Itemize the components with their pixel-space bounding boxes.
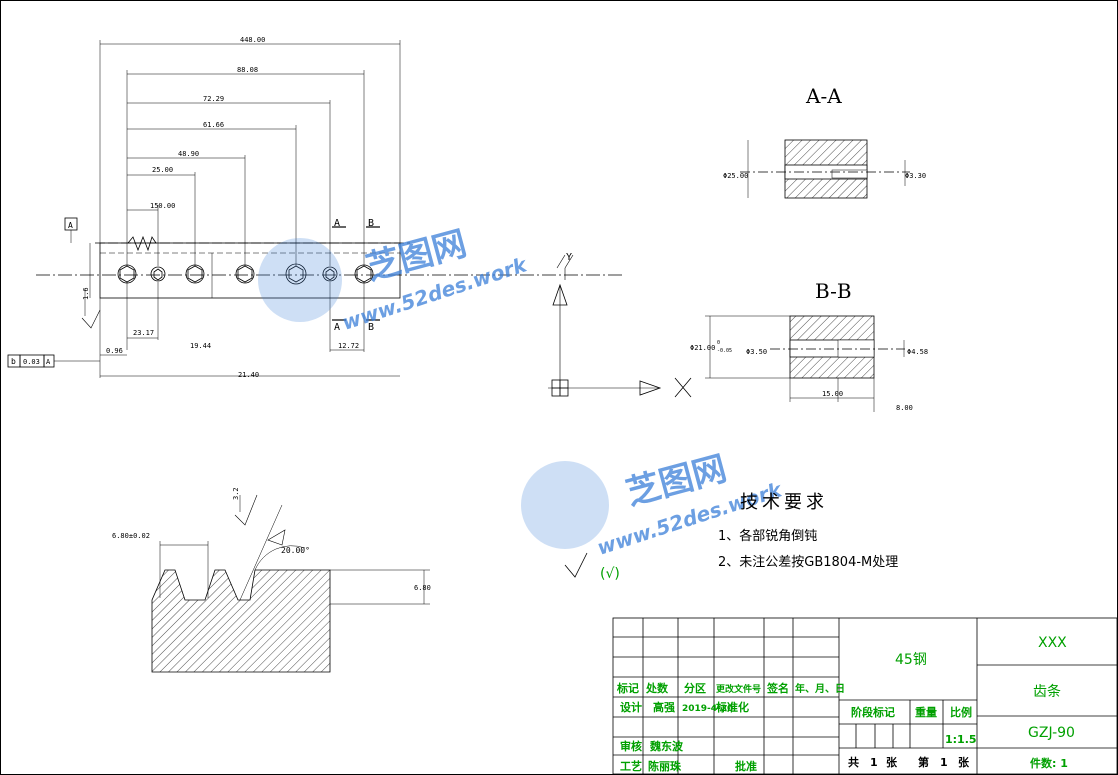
datum-a: A [68, 221, 73, 230]
dim-88: 88.08 [237, 66, 258, 74]
dim-total: 448.00 [240, 36, 265, 44]
dim-72: 72.29 [203, 95, 224, 103]
section-aa [740, 139, 910, 199]
process-person: 陈丽珠 [648, 759, 682, 773]
section-aa-title: A-A [805, 84, 842, 108]
approve-label: 批准 [735, 759, 757, 773]
tooth-rough1: 3.2 [232, 487, 240, 500]
dim-61: 61.66 [203, 121, 224, 129]
tech-check: (√) [600, 566, 620, 582]
section-aa-dim-left: Φ25.00 [723, 172, 748, 180]
section-a-top: A [334, 218, 340, 229]
sheet-no-label: 第 [918, 755, 929, 769]
dim-25: 25.00 [152, 166, 173, 174]
company: XXX [1038, 635, 1067, 651]
sheet-unit2: 张 [958, 755, 970, 769]
tb-header-2: 分区 [684, 681, 706, 695]
tol-value: 0.03 [23, 358, 40, 366]
roughness-check-symbol [564, 552, 588, 578]
section-b-bottom: B [368, 322, 374, 333]
rack-body [99, 242, 401, 299]
tol-symbol: b [11, 357, 16, 366]
tol-datum: A [46, 358, 51, 366]
section-aa-dim-right: Φ3.30 [905, 172, 926, 180]
section-bb-dim-left-sub: -0.05 [717, 348, 732, 354]
pieces: 件数: 1 [1030, 756, 1068, 770]
tb-header-5: 年、月、日 [795, 682, 845, 695]
tooth-detail [151, 494, 430, 673]
tooth-dim-right: 6.80 [414, 584, 431, 592]
sheet-no: 1 [940, 756, 948, 769]
top-view-labels: 448.00 88.08 72.29 61.66 48.90 25.00 150… [11, 36, 572, 379]
material: 45钢 [895, 652, 927, 668]
tooth-angle: 20.00° [281, 546, 310, 555]
design-label: 设计 [620, 700, 642, 714]
section-bb-dim-bottom: 15.00 [822, 390, 843, 398]
tb-header-0: 标记 [616, 681, 639, 695]
section-bb [705, 315, 905, 412]
dim-2140: 21.40 [238, 371, 259, 379]
tb-header-3: 更改文件号 [716, 683, 761, 695]
scale-label: 比例 [950, 705, 972, 719]
sheets-total: 1 [870, 756, 878, 769]
title-block-text: 45钢 XXX 齿条 GZJ-90 标记 处数 分区 更改文件号 签名 年、月、… [616, 635, 1075, 773]
section-bb-dim-bottom2: 8.00 [896, 404, 913, 412]
section-bb-dim-inner: Φ3.50 [746, 348, 767, 356]
dim-1-6: 1.6 [82, 287, 90, 300]
dim-1272: 12.72 [338, 342, 359, 350]
designer: 高强 [653, 700, 675, 714]
tech-item-2: 2、未注公差按GB1804-M处理 [718, 555, 898, 570]
design-date: 2019-4-20 [682, 704, 733, 714]
dim-48: 48.90 [178, 150, 199, 158]
standard-label: 标准化 [715, 700, 749, 714]
scale-value: 1:1.5 [945, 733, 977, 746]
review-label: 审核 [620, 739, 642, 753]
weight-label: 重量 [915, 705, 937, 719]
section-b-top: B [368, 218, 374, 229]
sheets-unit: 张 [886, 755, 898, 769]
reviewer: 魏东波 [649, 739, 684, 753]
section-a-bottom: A [334, 322, 340, 333]
dim-1944: 19.44 [190, 342, 211, 350]
tb-header-1: 处数 [645, 681, 669, 695]
tech-item-1: 1、各部锐角倒钝 [718, 528, 817, 544]
tech-title: 技术要求 [740, 492, 828, 513]
drawing-no: GZJ-90 [1028, 725, 1075, 741]
sheets-total-label: 共 [848, 755, 859, 769]
title-block [612, 617, 1118, 775]
dim-096: 0.96 [106, 347, 123, 355]
process-label: 工艺 [620, 759, 642, 773]
section-bb-dim-right: Φ4.58 [907, 348, 928, 356]
top-view [7, 40, 692, 398]
section-bb-dim-left: Φ21.00 [690, 344, 715, 352]
section-bb-dim-left-sup: 0 [717, 340, 720, 346]
watermark-1: 芝图网 www.52des.work [258, 224, 531, 335]
stage-label: 阶段标记 [851, 705, 895, 719]
dim-150: 150.00 [150, 202, 175, 210]
tooth-dim-top: 6.80±0.02 [112, 532, 150, 540]
part-name: 齿条 [1033, 683, 1061, 700]
tb-header-4: 签名 [766, 681, 789, 695]
section-bb-title: B-B [815, 279, 852, 303]
axis-y-label: Y [566, 252, 572, 263]
dim-2317: 23.17 [133, 329, 154, 337]
